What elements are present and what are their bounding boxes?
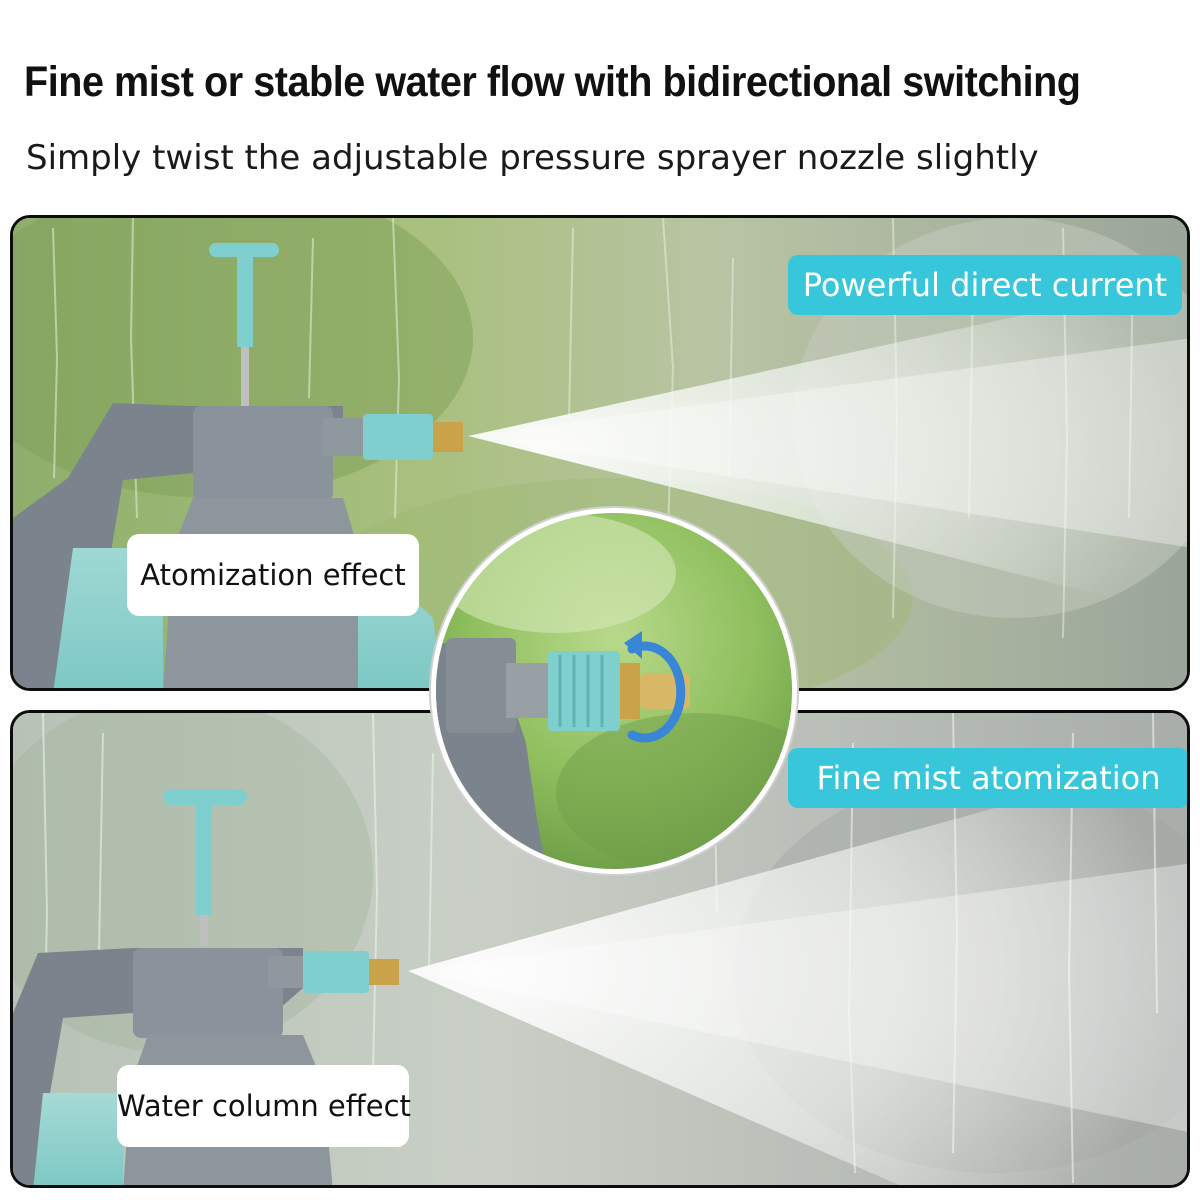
nozzle-zoom-inset bbox=[431, 508, 797, 874]
page-title: Fine mist or stable water flow with bidi… bbox=[24, 58, 1081, 106]
rotate-arrow-head-icon bbox=[624, 631, 642, 659]
powerful-direct-current-badge: Powerful direct current bbox=[788, 255, 1182, 315]
rotate-arrow-icon bbox=[627, 641, 686, 743]
water-column-effect-label: Water column effect bbox=[117, 1065, 411, 1147]
fine-mist-atomization-badge: Fine mist atomization bbox=[788, 748, 1187, 808]
atomization-effect-label: Atomization effect bbox=[127, 534, 419, 616]
nozzle-zoom-scene bbox=[436, 513, 792, 869]
page-subtitle: Simply twist the adjustable pressure spr… bbox=[26, 138, 1039, 178]
